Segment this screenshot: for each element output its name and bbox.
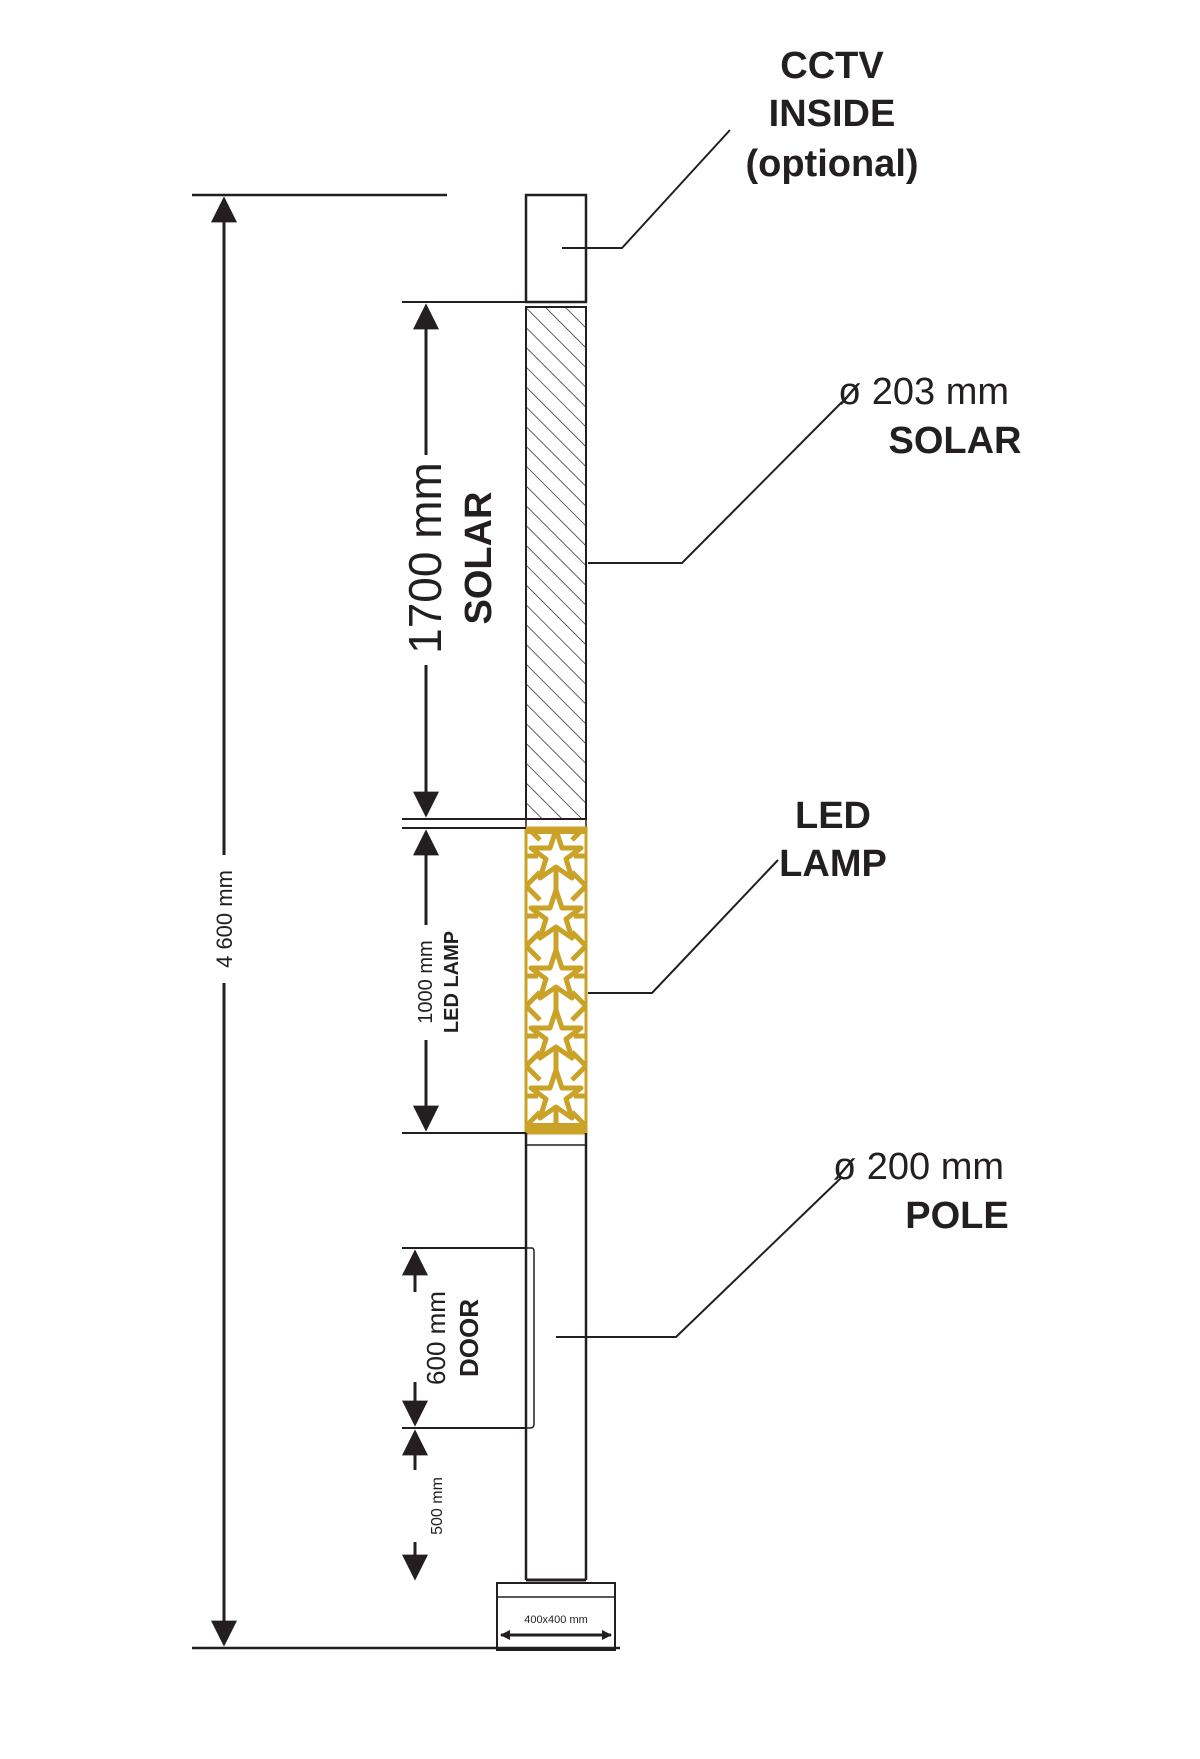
pole-callout: ø 200 mm POLE: [556, 1146, 1009, 1338]
total-height-dimension: 4 600 mm: [192, 193, 620, 1650]
cctv-callout-line2: INSIDE: [769, 93, 896, 135]
base-plate-dimension: 400x400 mm: [500, 1614, 612, 1640]
total-height-label: 4 600 mm: [212, 870, 237, 968]
door-outline: [526, 1247, 535, 1429]
cctv-callout: CCTV INSIDE (optional): [562, 45, 919, 249]
solar-callout: ø 203 mm SOLAR: [588, 371, 1022, 564]
door-dimension-value: 600 mm: [421, 1291, 451, 1385]
led-callout-line1: LED: [795, 795, 871, 837]
cctv-callout-line1: CCTV: [780, 45, 884, 87]
led-dimension-name: LED LAMP: [441, 931, 463, 1033]
led-callout: LED LAMP: [588, 795, 887, 994]
pole: [496, 193, 616, 1651]
solar-dimension-name: SOLAR: [458, 492, 500, 625]
base-height-dimension: 500 mm: [402, 1429, 446, 1581]
door-dimension-name: DOOR: [454, 1299, 484, 1377]
led-callout-line2: LAMP: [779, 843, 887, 885]
door-dimension: 600 mm DOOR: [402, 1247, 526, 1429]
solar-section: [525, 306, 587, 820]
solar-dimension: 1700 mm SOLAR: [399, 301, 526, 820]
pole-callout-diameter: ø 200 mm: [833, 1146, 1004, 1188]
pole-callout-name: POLE: [905, 1195, 1008, 1237]
led-dimension: 1000 mm LED LAMP: [402, 827, 526, 1134]
led-dimension-value: 1000 mm: [415, 940, 437, 1023]
base-height-label: 500 mm: [429, 1477, 446, 1535]
solar-callout-diameter: ø 203 mm: [838, 371, 1009, 413]
solar-callout-name: SOLAR: [889, 420, 1022, 462]
solar-dimension-value: 1700 mm: [399, 462, 451, 654]
led-lamp-section: [524, 826, 588, 1135]
base-plate-label: 400x400 mm: [524, 1614, 588, 1626]
base-plate: [496, 1582, 616, 1651]
cctv-callout-line3: (optional): [745, 143, 918, 185]
